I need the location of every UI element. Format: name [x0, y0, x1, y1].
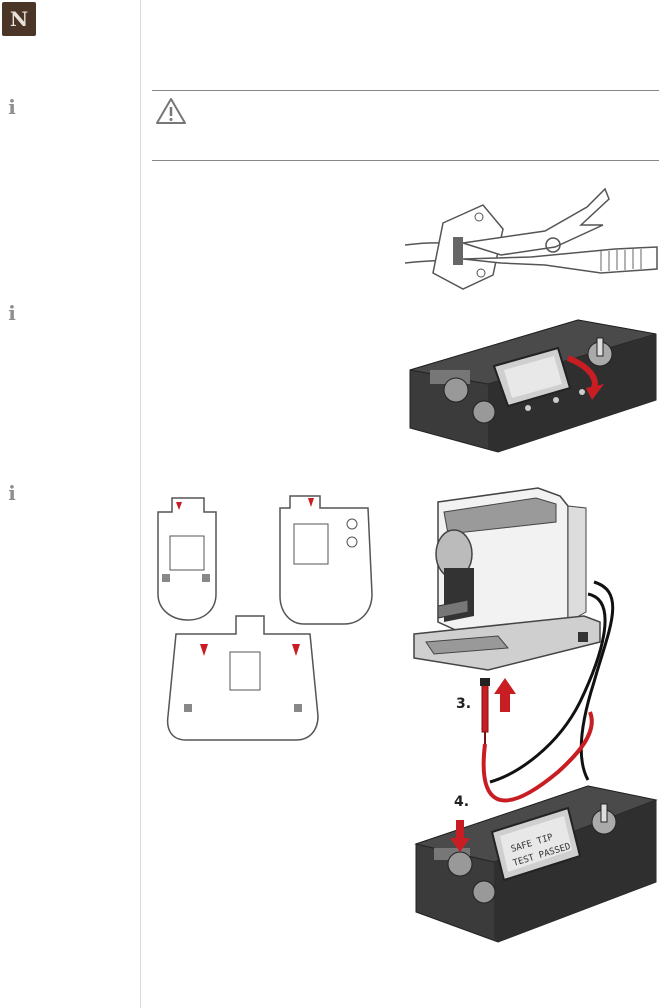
figure-base-plates: [148, 484, 396, 748]
info-icon[interactable]: i: [8, 481, 16, 505]
info-icon[interactable]: i: [8, 95, 16, 119]
figure-tester-dial: [408, 308, 658, 456]
warning-top-rule: [152, 90, 659, 91]
brand-logo-letter: N: [9, 7, 29, 31]
brand-logo[interactable]: N: [2, 2, 36, 36]
figure-machine-test: 3. SAFE TIP TEST PASSED 4.: [408, 482, 659, 944]
info-icon[interactable]: i: [8, 301, 16, 325]
step-label-3: 3.: [456, 696, 471, 712]
warning-triangle-icon: [155, 96, 187, 126]
warning-bottom-rule: [152, 160, 659, 161]
figure-crimp-pliers: [405, 185, 659, 295]
sidebar-divider: [140, 0, 141, 1008]
step-label-4: 4.: [454, 794, 469, 810]
